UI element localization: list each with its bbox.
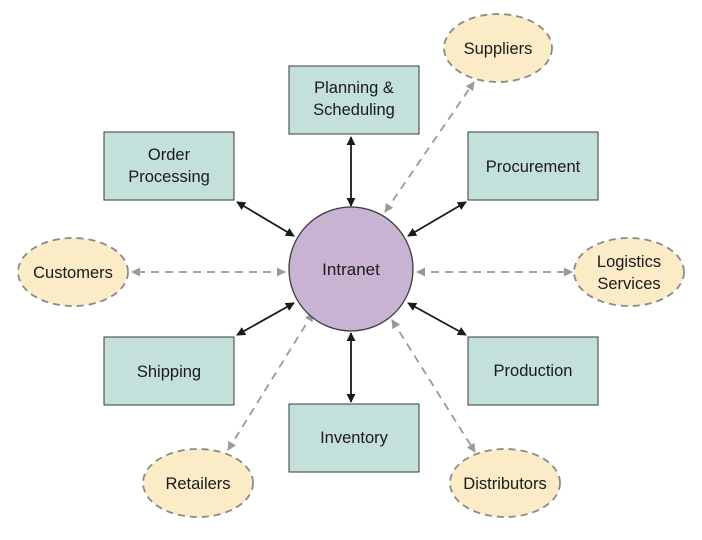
- partner-distributors: Distributors: [449, 448, 561, 518]
- department-shipping: Shipping: [103, 336, 235, 406]
- department-procurement: Procurement: [467, 131, 599, 201]
- logistics-label-line1: Logistics: [597, 253, 661, 271]
- external-links: [131, 81, 573, 453]
- partner-suppliers: Suppliers: [443, 13, 553, 83]
- customers-label: Customers: [33, 264, 113, 282]
- department-inventory: Inventory: [288, 403, 420, 473]
- partner-customers: Customers: [17, 237, 129, 307]
- intranet-hub: Intranet: [288, 206, 414, 332]
- planning-label-line2: Scheduling: [313, 101, 395, 119]
- link-production: [407, 302, 467, 336]
- logistics-label-line2: Services: [597, 275, 660, 293]
- inventory-label: Inventory: [320, 429, 389, 447]
- planning-label-line1: Planning &: [314, 79, 394, 97]
- link-distributors: [391, 319, 476, 453]
- order-label-line2: Processing: [128, 168, 210, 186]
- retailers-label: Retailers: [165, 475, 230, 493]
- link-shipping: [236, 302, 295, 336]
- department-production: Production: [467, 336, 599, 406]
- partner-logistics-services: Logistics Services: [573, 237, 685, 307]
- shipping-label: Shipping: [137, 363, 201, 381]
- suppliers-label: Suppliers: [464, 40, 533, 58]
- order-label-line1: Order: [148, 146, 191, 164]
- department-planning-scheduling: Planning & Scheduling: [288, 65, 420, 135]
- partner-retailers: Retailers: [142, 448, 254, 518]
- link-order-processing: [236, 201, 295, 237]
- intranet-label: Intranet: [322, 260, 380, 279]
- link-procurement: [407, 201, 467, 237]
- department-order-processing: Order Processing: [103, 131, 235, 201]
- procurement-label: Procurement: [486, 158, 581, 176]
- distributors-label: Distributors: [463, 475, 546, 493]
- production-label: Production: [494, 362, 573, 380]
- link-suppliers: [384, 81, 475, 213]
